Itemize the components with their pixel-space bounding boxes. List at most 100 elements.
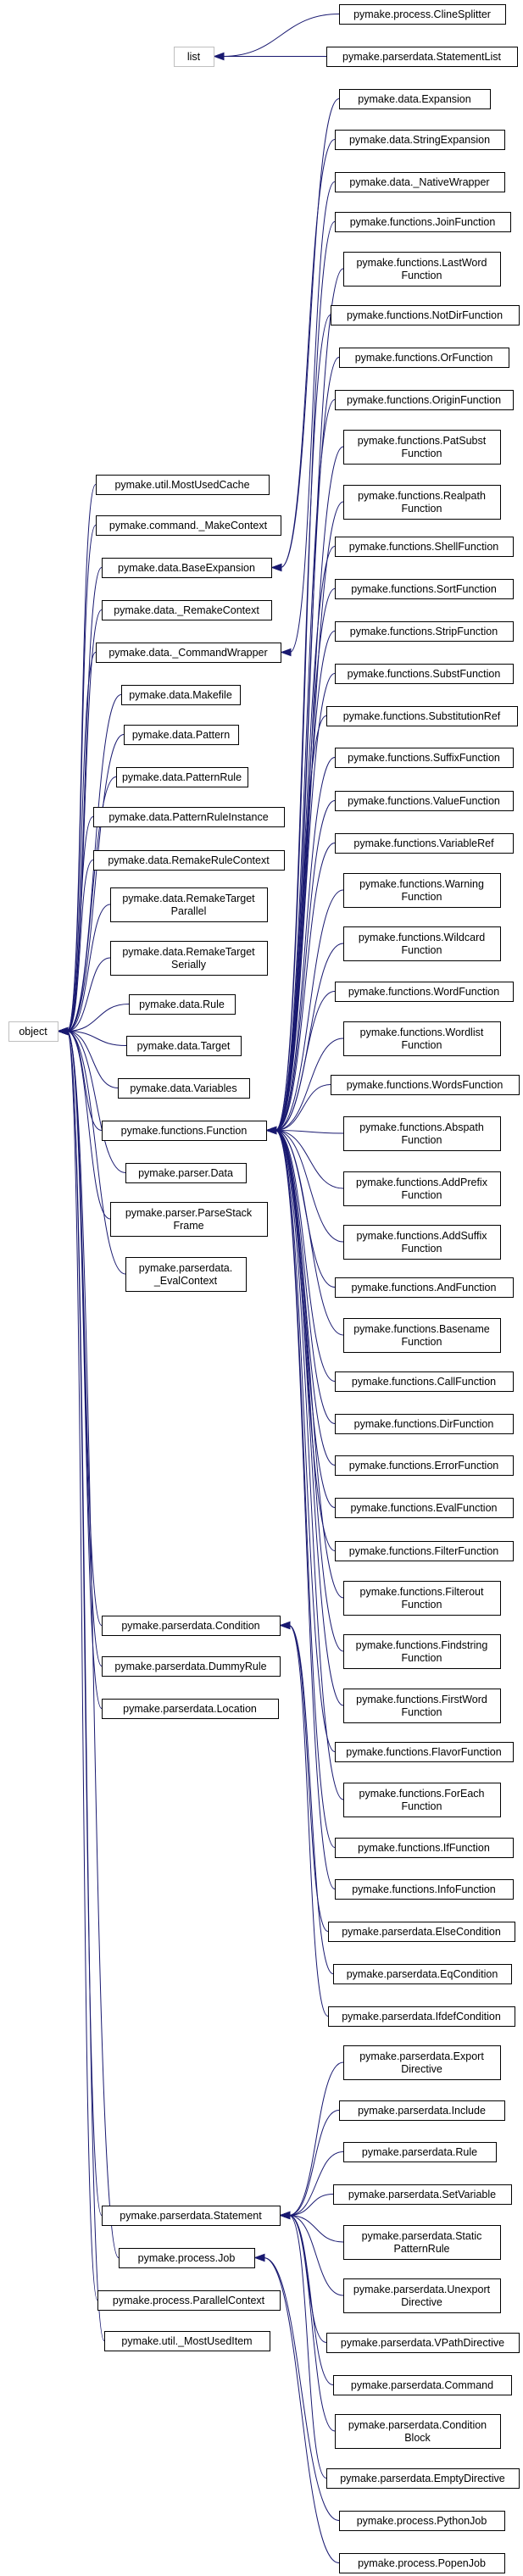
class-node-f-not-dir-function[interactable]: pymake.functions.NotDirFunction: [331, 305, 520, 325]
class-node-f-origin-function[interactable]: pymake.functions.OriginFunction: [335, 390, 514, 410]
class-node-pd-set-variable[interactable]: pymake.parserdata.SetVariable: [333, 2184, 512, 2205]
class-node-pd-vpath-directive[interactable]: pymake.parserdata.VPathDirective: [326, 2333, 520, 2353]
class-node-p-cline-splitter[interactable]: pymake.process.ClineSplitter: [339, 4, 506, 25]
class-node-pd-rule[interactable]: pymake.parserdata.Rule: [343, 2142, 497, 2162]
class-node-pd-statement[interactable]: pymake.parserdata.Statement: [102, 2206, 281, 2226]
class-node-f-shell-function[interactable]: pymake.functions.ShellFunction: [335, 537, 514, 557]
class-node-f-substitution-ref[interactable]: pymake.functions.SubstitutionRef: [326, 706, 518, 726]
class-box: [335, 579, 514, 599]
edge-f-findstring-function-to-f-function: [275, 1130, 344, 1652]
class-node-d-string-expansion[interactable]: pymake.data.StringExpansion: [335, 130, 505, 150]
class-node-pd-else-condition[interactable]: pymake.parserdata.ElseCondition: [328, 1922, 515, 1942]
class-node-f-flavor-function[interactable]: pymake.functions.FlavorFunction: [335, 1742, 514, 1762]
class-node-d-command-wrapper[interactable]: pymake.data._CommandWrapper: [96, 643, 281, 663]
class-node-f-eval-function[interactable]: pymake.functions.EvalFunction: [335, 1498, 514, 1518]
class-node-f-dir-function[interactable]: pymake.functions.DirFunction: [335, 1414, 514, 1434]
class-node-f-variable-ref[interactable]: pymake.functions.VariableRef: [335, 833, 514, 854]
class-node-pd-eq-condition[interactable]: pymake.parserdata.EqCondition: [333, 1964, 512, 1984]
class-node-f-error-function[interactable]: pymake.functions.ErrorFunction: [335, 1455, 514, 1476]
class-node-d-variables[interactable]: pymake.data.Variables: [118, 1078, 250, 1099]
class-node-pc-python-job[interactable]: pymake.process.PythonJob: [339, 2511, 505, 2531]
class-node-pd-empty-directive[interactable]: pymake.parserdata.EmptyDirective: [326, 2468, 520, 2489]
class-node-f-and-function[interactable]: pymake.functions.AndFunction: [335, 1277, 514, 1298]
class-node-d-remake-rule-context[interactable]: pymake.data.RemakeRuleContext: [93, 850, 285, 871]
class-node-d-remake-context[interactable]: pymake.data._RemakeContext: [102, 600, 272, 620]
class-node-f-strip-function[interactable]: pymake.functions.StripFunction: [335, 621, 514, 642]
class-node-f-filter-function[interactable]: pymake.functions.FilterFunction: [335, 1541, 514, 1561]
class-node-u-most-used-cache[interactable]: pymake.util.MostUsedCache: [96, 475, 270, 495]
class-node-pc-parallel-context[interactable]: pymake.process.ParallelContext: [97, 2290, 281, 2311]
class-box: [110, 1202, 268, 1237]
class-node-f-word-function[interactable]: pymake.functions.WordFunction: [335, 982, 514, 1002]
class-box: [8, 1021, 58, 1042]
class-node-f-join-function[interactable]: pymake.functions.JoinFunction: [335, 212, 511, 232]
class-node-d-native-wrapper[interactable]: pymake.data._NativeWrapper: [335, 172, 505, 192]
class-node-pc-job[interactable]: pymake.process.Job: [119, 2248, 255, 2268]
class-node-list[interactable]: list: [174, 47, 214, 67]
class-node-pr-data[interactable]: pymake.parser.Data: [125, 1163, 247, 1183]
class-node-pd-command[interactable]: pymake.parserdata.Command: [333, 2375, 512, 2395]
class-label: Directive: [401, 2063, 442, 2075]
class-box: [328, 2006, 515, 2027]
class-label: pymake.process.Job: [138, 2252, 236, 2264]
class-node-d-expansion[interactable]: pymake.data.Expansion: [339, 89, 491, 109]
class-node-f-subst-function[interactable]: pymake.functions.SubstFunction: [335, 664, 514, 684]
class-node-d-target[interactable]: pymake.data.Target: [126, 1036, 242, 1056]
class-node-f-words-function[interactable]: pymake.functions.WordsFunction: [331, 1075, 520, 1095]
class-node-pd-dummy-rule[interactable]: pymake.parserdata.DummyRule: [102, 1656, 281, 1677]
class-node-d-rule[interactable]: pymake.data.Rule: [129, 994, 236, 1015]
class-box: [102, 1616, 281, 1636]
class-node-f-sort-function[interactable]: pymake.functions.SortFunction: [335, 579, 514, 599]
class-node-f-call-function[interactable]: pymake.functions.CallFunction: [335, 1371, 514, 1392]
class-node-f-function[interactable]: pymake.functions.Function: [102, 1121, 267, 1141]
class-box: [333, 2184, 512, 2205]
class-node-pc-popen-job[interactable]: pymake.process.PopenJob: [339, 2553, 505, 2573]
class-label: pymake.data._CommandWrapper: [108, 647, 267, 659]
edge-pc-python-job-to-pc-job: [263, 2257, 340, 2521]
class-node-c-make-context[interactable]: pymake.command._MakeContext: [96, 515, 281, 536]
edge-d-native-wrapper-to-d-command-wrapper: [289, 181, 336, 653]
class-node-object[interactable]: object: [8, 1021, 58, 1042]
class-node-pd-eval-context[interactable]: pymake.parserdata._EvalContext: [125, 1257, 247, 1292]
class-node-pd-condition[interactable]: pymake.parserdata.Condition: [102, 1616, 281, 1636]
class-label: pymake.parserdata.IfdefCondition: [342, 2011, 501, 2022]
class-label: pymake.functions.SubstitutionRef: [343, 710, 501, 722]
class-node-f-info-function[interactable]: pymake.functions.InfoFunction: [335, 1879, 514, 1900]
class-node-d-pattern-rule[interactable]: pymake.data.PatternRule: [116, 767, 248, 787]
class-node-d-base-expansion[interactable]: pymake.data.BaseExpansion: [102, 558, 272, 578]
class-node-f-or-function[interactable]: pymake.functions.OrFunction: [339, 348, 509, 368]
class-node-d-makefile[interactable]: pymake.data.Makefile: [121, 685, 241, 705]
class-node-u-most-used-item[interactable]: pymake.util._MostUsedItem: [104, 2331, 270, 2351]
class-node-f-value-function[interactable]: pymake.functions.ValueFunction: [335, 791, 514, 811]
class-node-pd-ifdef-condition[interactable]: pymake.parserdata.IfdefCondition: [328, 2006, 515, 2027]
class-node-pd-include[interactable]: pymake.parserdata.Include: [339, 2100, 505, 2121]
class-node-f-suffix-function[interactable]: pymake.functions.SuffixFunction: [335, 748, 514, 768]
class-node-d-pattern-rule-instance[interactable]: pymake.data.PatternRuleInstance: [93, 807, 285, 827]
class-box: [110, 941, 268, 976]
class-node-d-pattern[interactable]: pymake.data.Pattern: [124, 725, 239, 745]
class-node-p-statement-list[interactable]: pymake.parserdata.StatementList: [326, 47, 518, 67]
class-node-pd-location[interactable]: pymake.parserdata.Location: [102, 1699, 279, 1719]
class-node-f-if-function[interactable]: pymake.functions.IfFunction: [335, 1838, 514, 1858]
